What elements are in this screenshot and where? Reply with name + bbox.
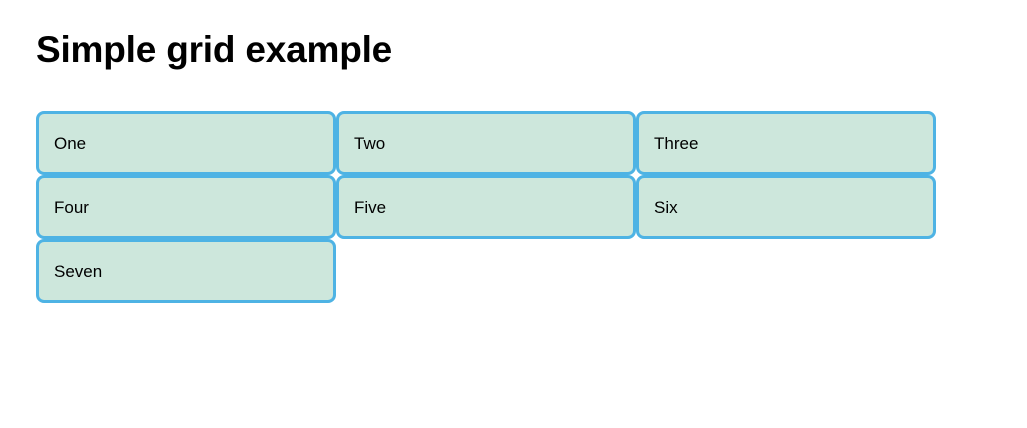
grid-item-label: Two [354,133,386,153]
grid-item: Five [336,175,636,239]
grid-item-label: Four [54,197,89,217]
simple-grid: One Two Three Four Five Six Seven [36,111,936,303]
grid-item-label: One [54,133,87,153]
grid-wrapper: One Two Three Four Five Six Seven [36,111,936,303]
grid-item: One [36,111,336,175]
grid-item-label: Six [654,197,678,217]
grid-item-label: Five [354,197,387,217]
grid-item: Seven [36,239,336,303]
grid-item: Two [336,111,636,175]
grid-item-label: Seven [54,261,103,281]
page-title: Simple grid example [36,29,393,70]
grid-item-label: Three [654,133,699,153]
grid-item: Four [36,175,336,239]
grid-item: Six [636,175,936,239]
grid-item: Three [636,111,936,175]
